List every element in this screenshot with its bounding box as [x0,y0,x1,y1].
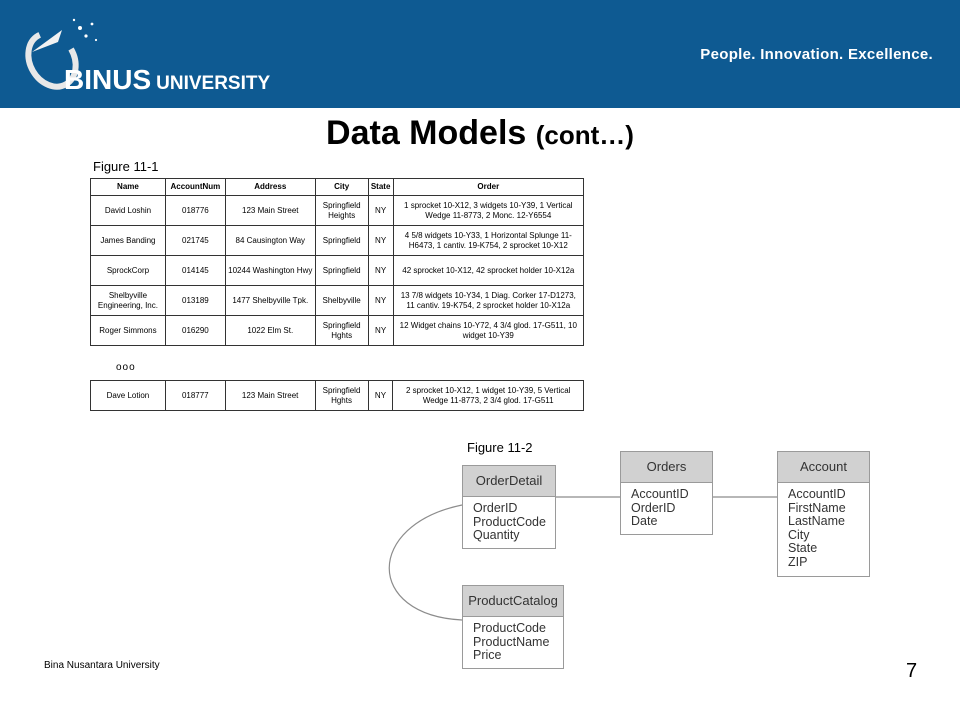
table-cell: Springfield [314,225,369,256]
table-cell: Springfield Hghts [314,380,369,411]
entity-field: Price [473,648,502,662]
slide-title-suffix: (cont…) [535,120,634,150]
table-cell: NY [367,195,394,226]
entity-productcatalog-name: ProductCatalog [463,586,563,617]
table-cell: 42 sprocket 10-X12, 42 sprocket holder 1… [392,255,585,286]
table-cell: NY [367,255,394,286]
entity-account-name: Account [778,452,869,483]
table-cell: Roger Simmons [90,315,166,346]
entity-orderdetail-name: OrderDetail [463,466,555,497]
entity-field: Quantity [473,528,520,542]
slide-title: Data Models (cont…) [0,114,960,153]
entity-field: State [788,541,818,555]
table-cell: 10244 Washington Hwy [224,255,316,286]
entity-field: LastName [788,514,845,528]
entity-field: OrderID [473,501,518,515]
table-cell: 13 7/8 widgets 10-Y34, 1 Diag. Corker 17… [392,285,585,316]
entity-field: FirstName [788,500,846,515]
table-cell: 016290 [164,315,226,346]
table-cell: 018776 [164,195,226,226]
column-header: AccountNum [164,178,226,196]
table-cell: NY [367,380,394,411]
entity-field: City [788,527,810,542]
table-cell: 2 sprocket 10-X12, 1 widget 10-Y39, 5 Ve… [392,380,584,411]
logo-university: UNIVERSITY [156,73,271,94]
table-cell: Springfield Heights [314,195,369,226]
table-cell: 014145 [164,255,226,286]
entity-field: AccountID [631,487,689,501]
footer-text: Bina Nusantara University [44,660,160,671]
table-cell: 1022 Elm St. [224,315,316,346]
entity-field: AccountID [788,487,846,501]
page-number: 7 [906,660,918,682]
connector-orderdetail-productcatalog [388,504,463,621]
entity-orders-name: Orders [621,452,712,483]
entity-field: OrderID [631,500,676,515]
table-cell: SprockCorp [90,255,166,286]
entity-field: ZIP [788,554,808,569]
entity-field: ProductCode [473,514,546,529]
table-cell: David Loshin [90,195,166,226]
table-cell: 123 Main Street [224,195,316,226]
table-cell: NY [367,315,394,346]
tagline: People. Innovation. Excellence. [700,46,933,63]
table-cell: 12 Widget chains 10-Y72, 4 3/4 glod. 17-… [392,315,585,346]
table-cell: 018777 [164,380,226,411]
figure2-label: Figure 11-2 [467,440,533,455]
logo-binus: BINUS [64,64,152,95]
slide-title-main: Data Models [326,114,527,152]
table-cell: Shelbyville Engineering, Inc. [90,285,166,316]
entity-field: ProductName [473,634,550,649]
binus-logo-icon [25,18,98,90]
entity-field: ProductCode [473,621,546,635]
entity-field: Date [631,514,658,528]
table-cell: 123 Main Street [224,380,316,411]
table-cell: Springfield Hghts [314,315,369,346]
table-ellipsis: ooo [116,362,136,373]
figure1-label: Figure 11-1 [93,159,159,174]
